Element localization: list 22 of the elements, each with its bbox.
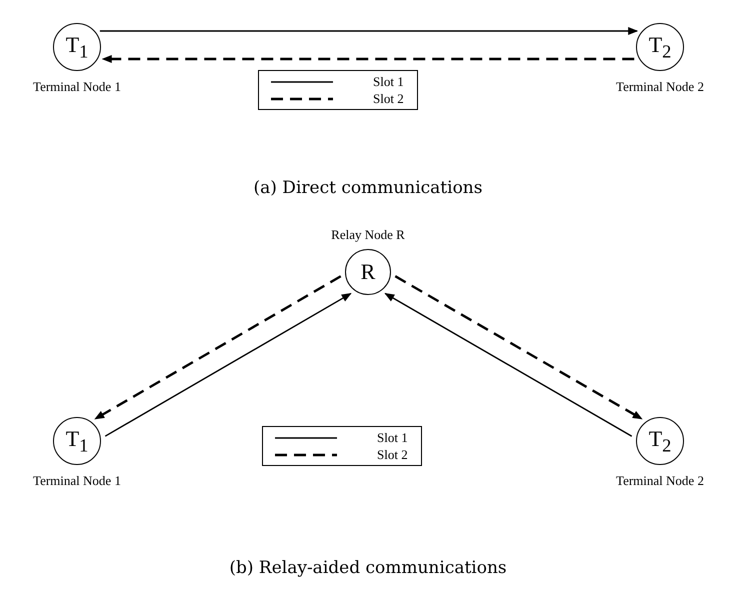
arrow [104,292,352,437]
figure-caption: (a) Direct communications [254,178,482,198]
node-circle: R [345,249,391,295]
legend-label: Slot 1 [373,74,404,90]
legend-label: Slot 1 [377,430,408,446]
arrow [394,275,643,420]
node-circle: T$_{2}$ [636,23,684,71]
arrow [94,275,342,420]
node-caption: Terminal Node 1 [33,473,121,489]
node-circle: T$_{1}$ [53,417,101,465]
legend-label: Slot 2 [373,90,404,106]
node-caption: Relay Node R [331,227,405,243]
node-caption: Terminal Node 2 [616,79,704,95]
node-circle: T$_{1}$ [53,23,101,71]
node-caption: Terminal Node 1 [33,79,121,95]
arrow [384,292,632,437]
arrow [102,55,634,63]
node-circle: T$_{2}$ [636,417,684,465]
figure-caption: (b) Relay-aided communications [229,558,507,578]
node-caption: Terminal Node 2 [616,473,704,489]
legend-label: Slot 2 [377,446,408,462]
arrow [100,27,638,35]
